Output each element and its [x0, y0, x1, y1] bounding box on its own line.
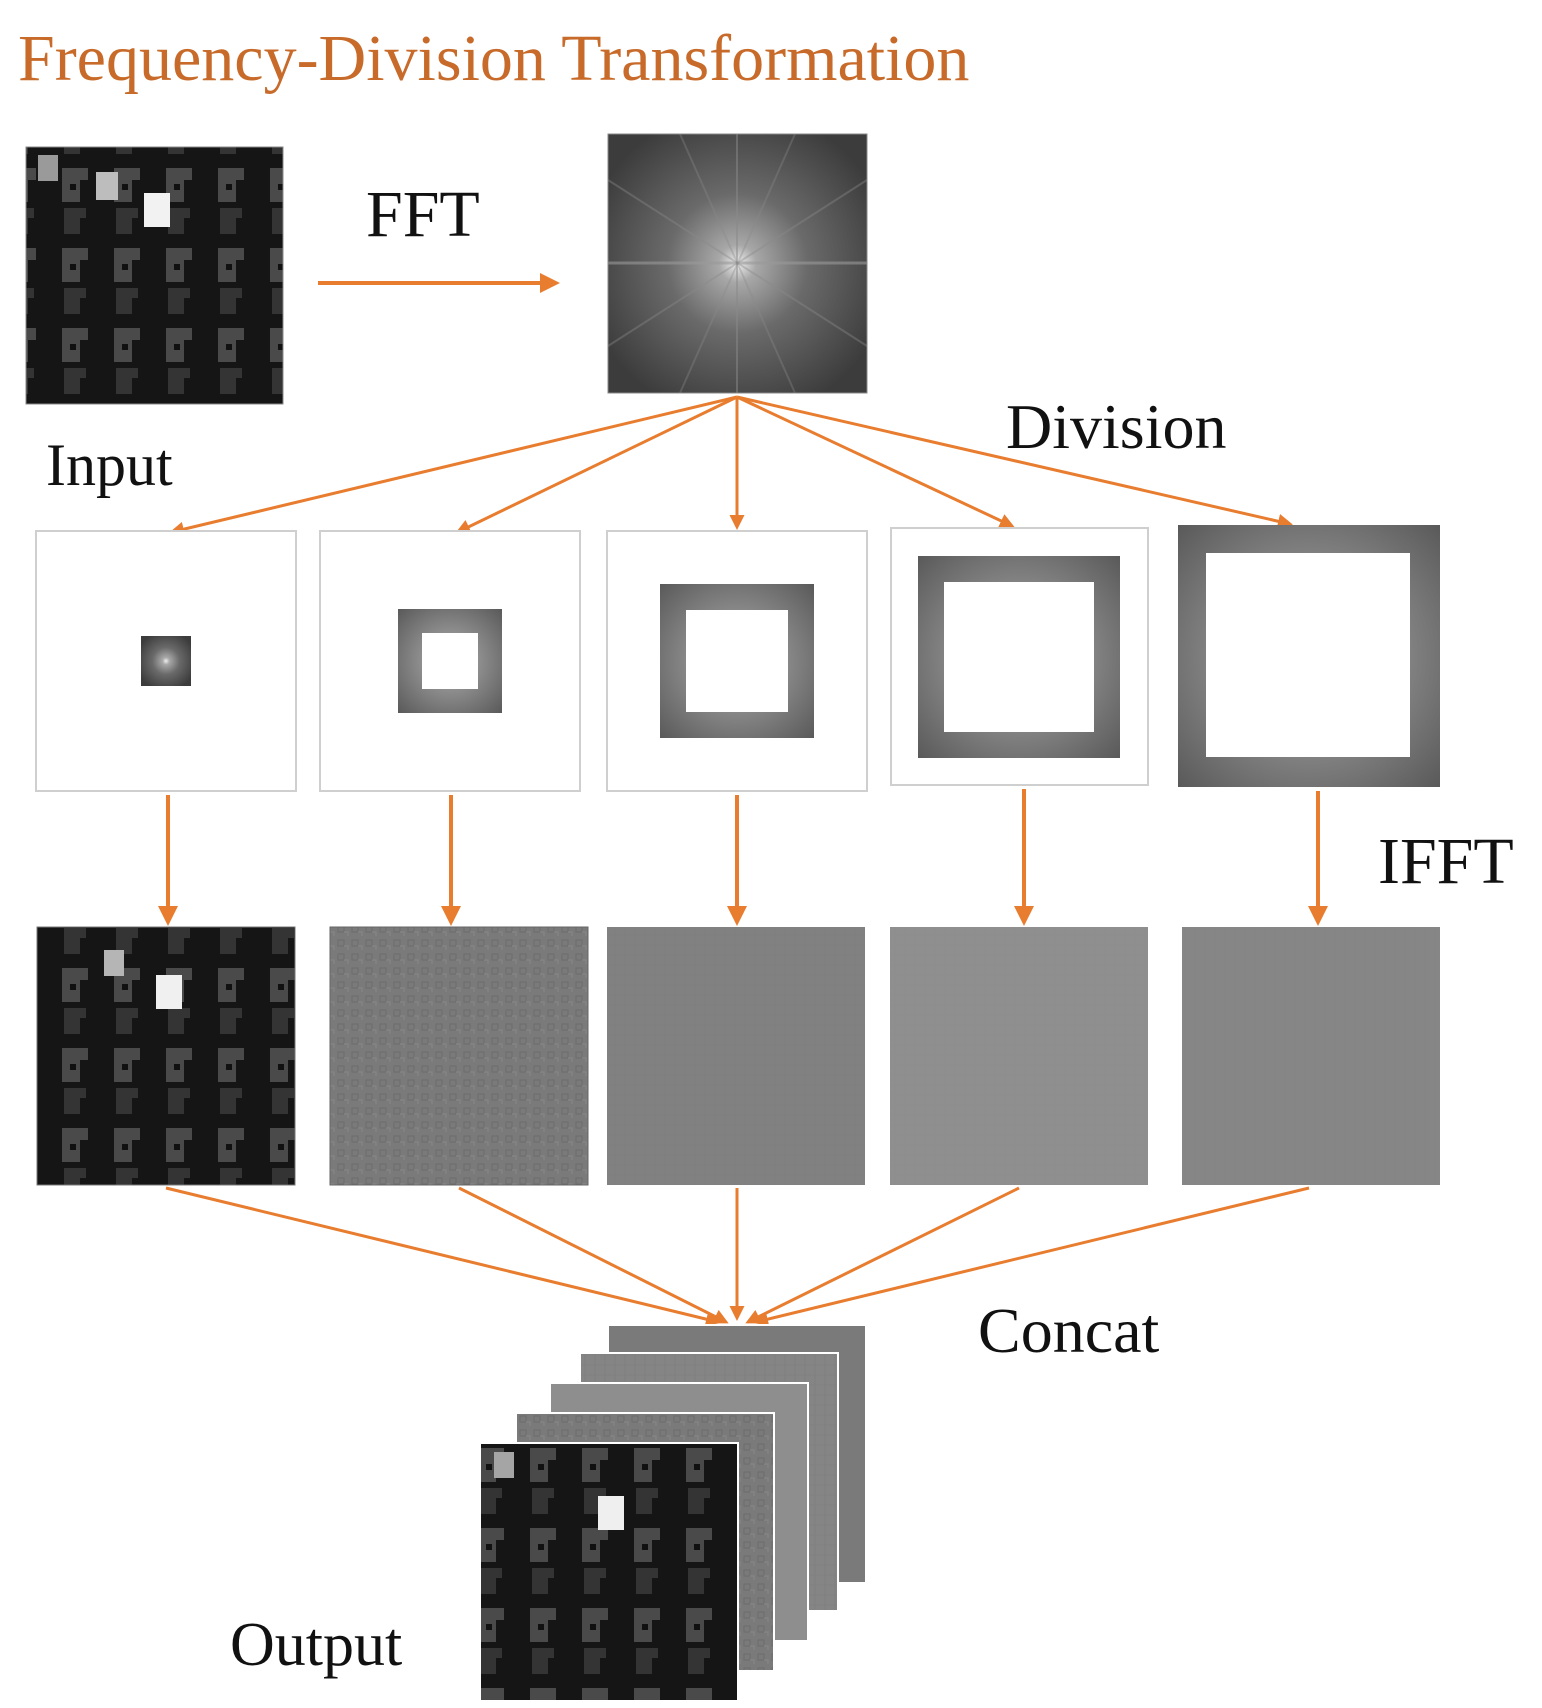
ifft-label: IFFT [1378, 825, 1514, 898]
division-arrows [169, 395, 1293, 537]
concat-arrows [165, 1186, 1310, 1327]
band-1 [35, 530, 297, 792]
output-label: Output [230, 1611, 402, 1679]
ifft-arrows [158, 789, 1328, 926]
input-image [25, 146, 284, 405]
input-label: Input [46, 432, 173, 498]
output-image [479, 1442, 739, 1702]
band-4 [890, 527, 1149, 786]
ifft-image-5 [1182, 927, 1440, 1185]
band-5 [1178, 525, 1440, 787]
diagram-title: Frequency-Division Transformation [18, 22, 969, 95]
band-2 [319, 530, 581, 792]
concat-label: Concat [978, 1295, 1160, 1366]
band-3 [606, 530, 868, 792]
output-stack [479, 1324, 867, 1702]
division-label: Division [1006, 391, 1226, 462]
ifft-image-4 [890, 927, 1148, 1185]
ifft-image-1 [36, 926, 296, 1186]
ifft-image-3 [607, 927, 865, 1185]
fft-label: FFT [366, 178, 480, 251]
ifft-image-2 [329, 926, 589, 1186]
spectrum-image [607, 133, 868, 394]
